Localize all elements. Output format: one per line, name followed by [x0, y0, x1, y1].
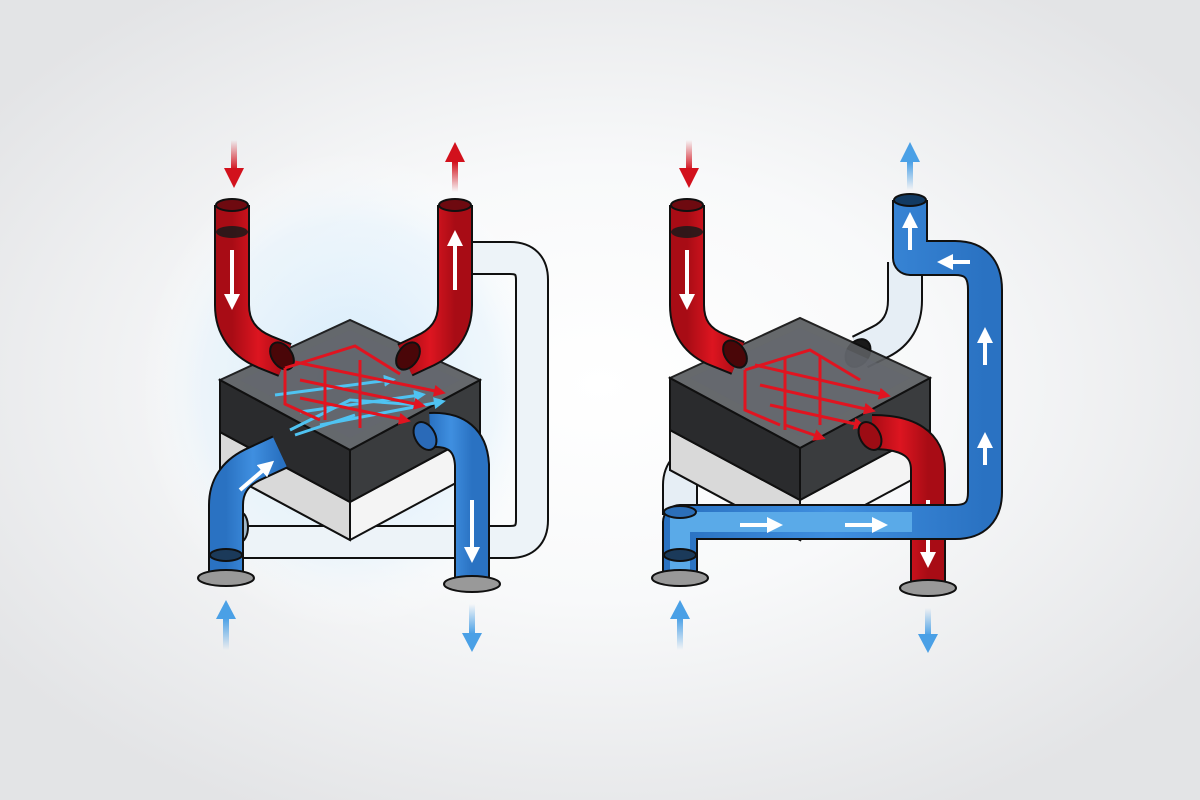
panel-bypass	[651, 140, 1003, 653]
outside-arrows-left	[216, 140, 482, 652]
fresh-supply-out-arrow-right	[900, 142, 920, 162]
fresh-outdoor-in-arrow-left	[216, 600, 236, 619]
fresh-outdoor-inlet-pipe-left	[197, 435, 288, 587]
exhaust-out-arrow-right	[918, 634, 938, 653]
exhaust-out-arrow-left	[462, 633, 482, 652]
warm-extract-in-arrow-left	[224, 168, 244, 188]
warm-supply-outlet-pipe-left	[395, 198, 473, 377]
fresh-outdoor-in-arrow-right	[670, 600, 690, 619]
warm-extract-in-arrow-right	[679, 168, 699, 188]
exchanger-flow-lines-left	[274, 344, 446, 437]
bypass-supply-duct-right	[651, 193, 1003, 587]
exhaust-outlet-pipe-right	[857, 414, 957, 597]
warm-supply-out-arrow-left	[445, 142, 465, 162]
exhaust-outlet-pipe-left	[412, 411, 501, 593]
warm-extract-inlet-pipe-right	[669, 198, 748, 375]
panel-heat-recovery	[140, 140, 560, 652]
exchanger-flow-lines-right	[743, 348, 891, 441]
outside-arrows-right	[670, 140, 938, 653]
warm-extract-inlet-pipe-left	[214, 198, 295, 377]
